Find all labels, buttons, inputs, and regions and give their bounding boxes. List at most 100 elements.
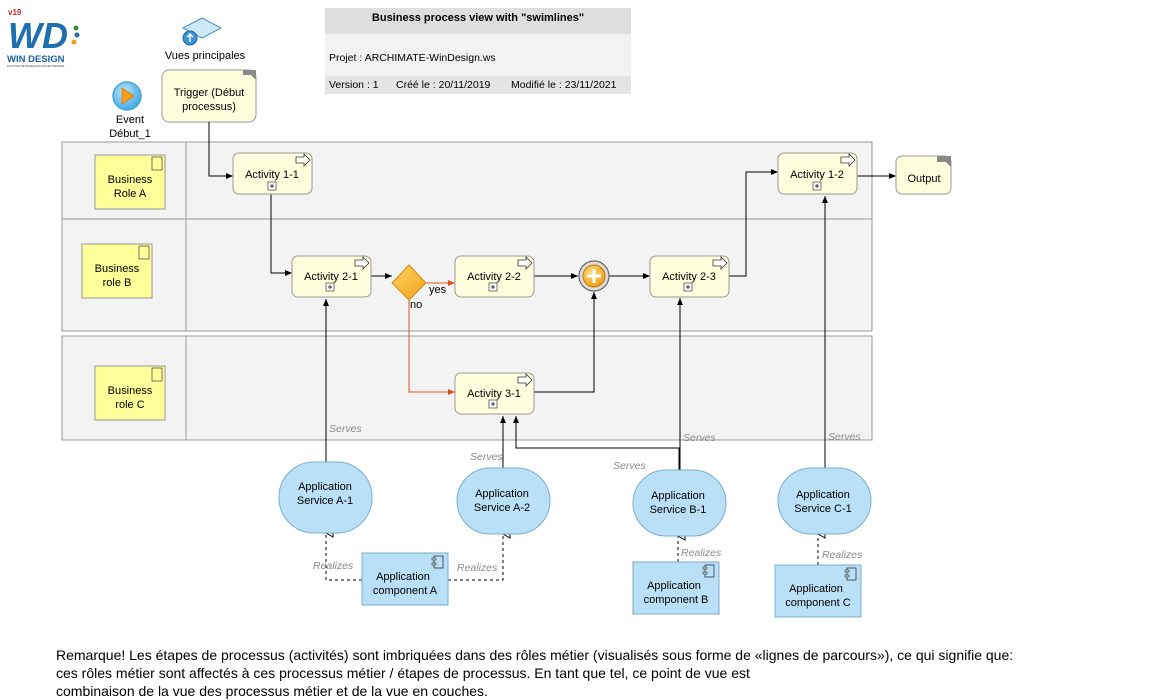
flow-no bbox=[408, 300, 455, 395]
component-icon bbox=[433, 555, 444, 569]
realizes-label: Realizes bbox=[681, 547, 722, 559]
realizes-relations bbox=[324, 528, 826, 581]
event-label-1: Event bbox=[116, 114, 144, 126]
realizes-label: Realizes bbox=[457, 562, 498, 574]
component-b-label-1: Application bbox=[647, 580, 701, 592]
serves-b1-a31 bbox=[513, 416, 680, 470]
component-icon bbox=[846, 567, 857, 581]
created-date: Créé le : 20/11/2019 bbox=[396, 79, 491, 91]
remark-line-1: Remarque! Les étapes de processus (activ… bbox=[56, 647, 1014, 663]
diagram-title: Business process view with "swimlines" bbox=[325, 8, 631, 34]
parallel-join[interactable] bbox=[578, 260, 610, 292]
process-arrow-icon bbox=[354, 256, 370, 270]
component-b-label-2: component B bbox=[644, 594, 709, 606]
activity-1-2[interactable]: Activity 1-2 bbox=[777, 152, 858, 195]
gateway-no-label: no bbox=[410, 299, 422, 311]
role-icon bbox=[138, 245, 150, 260]
service-a1-label-1: Application bbox=[298, 481, 352, 493]
sequence-flows bbox=[208, 122, 896, 393]
header-meta-row: Version : 1 Créé le : 20/11/2019 Modifié… bbox=[325, 76, 631, 94]
role-c-label-1: Business bbox=[108, 385, 153, 397]
windesign-logo: v19 WD WIN DESIGN SOLUTION DE MODELISATI… bbox=[4, 6, 84, 68]
application-service-a2[interactable]: Application Service A-2 bbox=[456, 467, 551, 535]
realizes-compA-a1 bbox=[324, 528, 362, 581]
process-arrow-icon bbox=[517, 373, 533, 387]
service-c1-label-1: Application bbox=[796, 489, 850, 501]
main-views-nav[interactable]: Vues principales bbox=[165, 17, 246, 62]
flow-a31-join bbox=[533, 292, 597, 393]
activity-2-3[interactable]: Activity 2-3 bbox=[649, 255, 730, 298]
trigger-label-2: processus) bbox=[182, 101, 236, 113]
serves-label: Serves bbox=[828, 431, 861, 443]
application-component-c[interactable]: Application component C bbox=[774, 564, 862, 618]
serves-label: Serves bbox=[613, 460, 646, 472]
diagram-header: Business process view with "swimlines" P… bbox=[325, 8, 631, 94]
application-component-b[interactable]: Application component B bbox=[632, 561, 720, 615]
process-arrow-icon bbox=[712, 256, 728, 270]
serves-label: Serves bbox=[329, 423, 362, 435]
role-c-label-2: role C bbox=[115, 399, 144, 411]
gateway-diamond-icon bbox=[391, 264, 427, 301]
application-service-b1[interactable]: Application Service B-1 bbox=[632, 469, 727, 537]
activity-3-1[interactable]: Activity 3-1 bbox=[454, 372, 535, 415]
activity-2-3-label: Activity 2-3 bbox=[662, 271, 716, 283]
role-b-label-2: role B bbox=[103, 277, 132, 289]
application-service-c1[interactable]: Application Service C-1 bbox=[777, 467, 872, 535]
activity-1-1[interactable]: Activity 1-1 bbox=[232, 152, 313, 195]
flow-a11-a21 bbox=[270, 194, 292, 276]
serves-label: Serves bbox=[470, 451, 503, 463]
logo-wordmark: WD bbox=[8, 15, 68, 56]
output-corner-icon bbox=[937, 156, 951, 167]
business-role-c[interactable]: Business role C bbox=[94, 365, 166, 421]
project-name: Projet : ARCHIMATE-WinDesign.ws bbox=[329, 52, 496, 64]
role-a-label-2: Role A bbox=[114, 188, 147, 200]
activity-1-2-label: Activity 1-2 bbox=[790, 169, 844, 181]
logo-tagline: SOLUTION DE MODELISATION D'ENTREPRISE bbox=[7, 64, 65, 68]
remark-line-3: combinaison de la vue des processus méti… bbox=[56, 683, 488, 699]
application-component-a[interactable]: Application component A bbox=[361, 552, 449, 606]
component-icon bbox=[704, 564, 715, 578]
component-c-label-2: component C bbox=[785, 597, 850, 609]
component-a-label-1: Application bbox=[376, 571, 430, 583]
service-a1-label-2: Service A-1 bbox=[297, 495, 353, 507]
process-arrow-icon bbox=[840, 153, 856, 167]
business-role-b[interactable]: Business role B bbox=[81, 243, 153, 299]
logo-version: v19 bbox=[8, 8, 22, 17]
remark-line-2: ces rôles métier sont affectés à ces pro… bbox=[56, 665, 750, 681]
main-views-label: Vues principales bbox=[165, 50, 246, 62]
service-c1-label-2: Service C-1 bbox=[794, 503, 851, 515]
flow-trigger-a11 bbox=[208, 122, 233, 179]
flow-a23-a12 bbox=[728, 169, 778, 277]
process-arrow-icon bbox=[295, 153, 311, 167]
trigger-node[interactable]: Trigger (Début processus) bbox=[161, 69, 257, 123]
activity-2-2-label: Activity 2-2 bbox=[467, 271, 521, 283]
realizes-label: Realizes bbox=[313, 560, 354, 572]
service-a2-label-2: Service A-2 bbox=[474, 502, 530, 514]
start-event[interactable]: Event Début_1 bbox=[109, 81, 151, 140]
role-icon bbox=[151, 367, 163, 382]
component-a-label-2: component A bbox=[373, 585, 438, 597]
activity-2-1-label: Activity 2-1 bbox=[304, 271, 358, 283]
activity-2-2[interactable]: Activity 2-2 bbox=[454, 255, 535, 298]
role-b-label-1: Business bbox=[95, 263, 140, 275]
trigger-corner-icon bbox=[243, 70, 256, 80]
swimlane-a bbox=[61, 141, 873, 220]
output-node[interactable]: Output bbox=[895, 155, 952, 195]
business-role-a[interactable]: Business Role A bbox=[94, 154, 166, 210]
activity-2-1[interactable]: Activity 2-1 bbox=[291, 255, 372, 298]
activity-1-1-label: Activity 1-1 bbox=[245, 169, 299, 181]
role-a-label-1: Business bbox=[108, 174, 153, 186]
serves-relations bbox=[323, 196, 828, 470]
exclusive-gateway[interactable]: yes no bbox=[391, 264, 447, 311]
realizes-label: Realizes bbox=[822, 549, 863, 561]
trigger-label-1: Trigger (Début bbox=[174, 87, 245, 99]
output-label: Output bbox=[907, 173, 940, 185]
event-label-2: Début_1 bbox=[109, 128, 151, 140]
application-service-a1[interactable]: Application Service A-1 bbox=[278, 461, 373, 534]
modified-date: Modifié le : 23/11/2021 bbox=[511, 79, 617, 91]
process-arrow-icon bbox=[517, 256, 533, 270]
service-b1-label-1: Application bbox=[651, 490, 705, 502]
gateway-yes-label: yes bbox=[429, 284, 447, 296]
remark-note: Remarque! Les étapes de processus (activ… bbox=[56, 646, 1146, 700]
service-a2-label-1: Application bbox=[475, 488, 529, 500]
